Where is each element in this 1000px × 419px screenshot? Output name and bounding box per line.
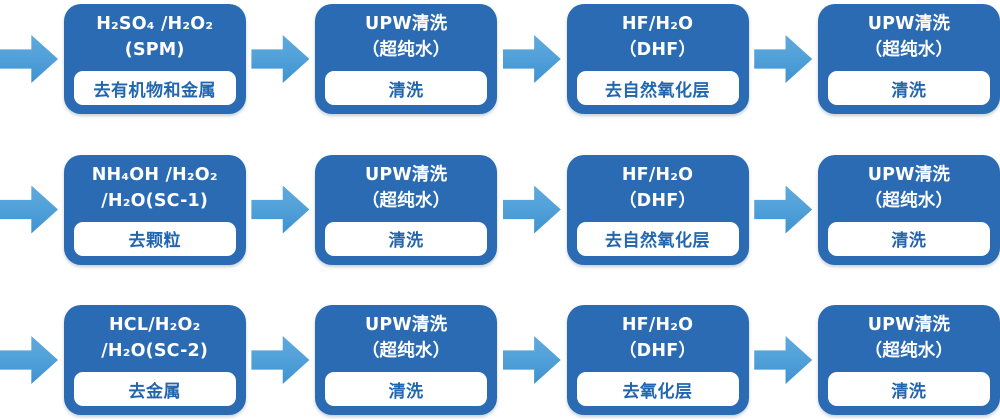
right-arrow-icon [0,35,58,83]
step-function-text: 清洗 [891,381,927,402]
step-title-line2: (SPM) [124,40,185,60]
step-title-line1: UPW清洗 [867,164,951,185]
right-arrow-icon [251,35,310,83]
step-upw-rinse: UPW清洗 （超纯水） 清洗 [315,305,498,415]
process-row-3: HCL/H₂O₂ /H₂O(SC-2) 去金属 UPW清洗 （超纯水） 清洗 H… [0,305,1000,415]
step-function-text: 去金属 [128,381,181,402]
right-arrow-icon [502,185,561,234]
step-function-text: 去有机物和金属 [93,80,216,101]
step-title-line2: （超纯水） [361,190,451,211]
step-title-line2: （DHF） [618,341,697,361]
step-title-line1: UPW清洗 [867,14,951,34]
right-arrow-icon [754,336,813,384]
step-title-line1: UPW清洗 [364,14,448,34]
process-row-2: NH₄OH /H₂O₂ /H₂O(SC-1) 去颗粒 UPW清洗 （超纯水） 清… [0,154,1000,265]
right-arrow-icon [0,185,58,234]
step-upw-rinse: UPW清洗 （超纯水） 清洗 [315,4,498,114]
step-function-text: 清洗 [388,381,424,402]
step-function-text: 去自然氧化层 [605,80,711,101]
step-title-line2: （超纯水） [361,40,451,60]
step-chemical-title: HF/H₂O （DHF） [567,4,749,63]
step-upw-rinse: UPW清洗 （超纯水） 清洗 [817,154,1000,265]
step-title-line1: NH₄OH /H₂O₂ [91,164,218,185]
process-row-1: H₂SO₄ /H₂O₂ (SPM) 去有机物和金属 UPW清洗 （超纯水） 清洗… [0,4,1000,114]
step-sc2: HCL/H₂O₂ /H₂O(SC-2) 去金属 [63,305,246,415]
right-arrow-icon [0,336,58,384]
step-title-line2: （超纯水） [864,341,954,361]
step-function-text: 清洗 [388,231,424,251]
step-function-label: 清洗 [827,221,990,256]
step-dhf: HF/H₂O （DHF） 去自然氧化层 [566,154,749,265]
step-chemical-title: UPW清洗 （超纯水） [315,305,497,364]
step-function-text: 清洗 [388,80,424,101]
right-arrow-icon [502,336,561,384]
step-title-line1: HF/H₂O [621,14,694,34]
step-function-label: 去自然氧化层 [576,221,739,256]
step-upw-rinse: UPW清洗 （超纯水） 清洗 [817,4,1000,114]
step-chemical-title: HF/H₂O （DHF） [567,155,749,214]
step-chemical-title: UPW清洗 （超纯水） [818,4,1000,63]
step-function-label: 清洗 [827,71,990,105]
step-spm: H₂SO₄ /H₂O₂ (SPM) 去有机物和金属 [63,4,246,114]
step-title-line2: （DHF） [618,190,697,211]
step-title-line1: HF/H₂O [621,164,694,185]
step-dhf: HF/H₂O （DHF） 去氧化层 [566,305,749,415]
step-function-label: 清洗 [325,221,488,256]
right-arrow-icon [251,336,310,384]
step-function-label: 去自然氧化层 [576,71,739,105]
step-function-label: 去有机物和金属 [73,71,236,105]
step-function-label: 清洗 [325,71,488,105]
step-chemical-title: HF/H₂O （DHF） [567,305,749,364]
step-chemical-title: UPW清洗 （超纯水） [818,305,1000,364]
step-title-line2: /H₂O(SC-1) [101,190,209,211]
step-title-line1: UPW清洗 [364,164,448,185]
step-title-line2: （DHF） [618,40,697,60]
step-function-text: 去自然氧化层 [605,231,711,251]
step-title-line2: （超纯水） [864,40,954,60]
right-arrow-icon [251,185,310,234]
step-function-text: 去颗粒 [128,231,181,251]
step-upw-rinse: UPW清洗 （超纯水） 清洗 [817,305,1000,415]
right-arrow-icon [754,185,813,234]
step-chemical-title: NH₄OH /H₂O₂ /H₂O(SC-1) [64,155,246,214]
step-title-line2: （超纯水） [864,190,954,211]
step-title-line1: HF/H₂O [621,315,694,335]
step-function-label: 去颗粒 [73,221,236,256]
step-chemical-title: H₂SO₄ /H₂O₂ (SPM) [64,4,246,63]
step-function-label: 清洗 [325,372,488,406]
step-function-text: 清洗 [891,231,927,251]
step-title-line1: UPW清洗 [364,315,448,335]
step-title-line1: UPW清洗 [867,315,951,335]
step-title-line2: （超纯水） [361,341,451,361]
step-chemical-title: HCL/H₂O₂ /H₂O(SC-2) [64,305,246,364]
step-title-line1: HCL/H₂O₂ [108,315,201,335]
step-chemical-title: UPW清洗 （超纯水） [315,155,497,214]
step-function-label: 去氧化层 [576,372,739,406]
step-chemical-title: UPW清洗 （超纯水） [315,4,497,63]
step-upw-rinse: UPW清洗 （超纯水） 清洗 [315,154,498,265]
step-function-text: 去氧化层 [622,381,693,402]
step-title-line1: H₂SO₄ /H₂O₂ [96,14,214,34]
step-chemical-title: UPW清洗 （超纯水） [818,155,1000,214]
right-arrow-icon [754,35,813,83]
step-function-label: 去金属 [73,372,236,406]
right-arrow-icon [502,35,561,83]
step-sc1: NH₄OH /H₂O₂ /H₂O(SC-1) 去颗粒 [63,154,246,265]
step-dhf: HF/H₂O （DHF） 去自然氧化层 [566,4,749,114]
step-function-label: 清洗 [827,372,990,406]
step-function-text: 清洗 [891,80,927,101]
step-title-line2: /H₂O(SC-2) [101,341,209,361]
